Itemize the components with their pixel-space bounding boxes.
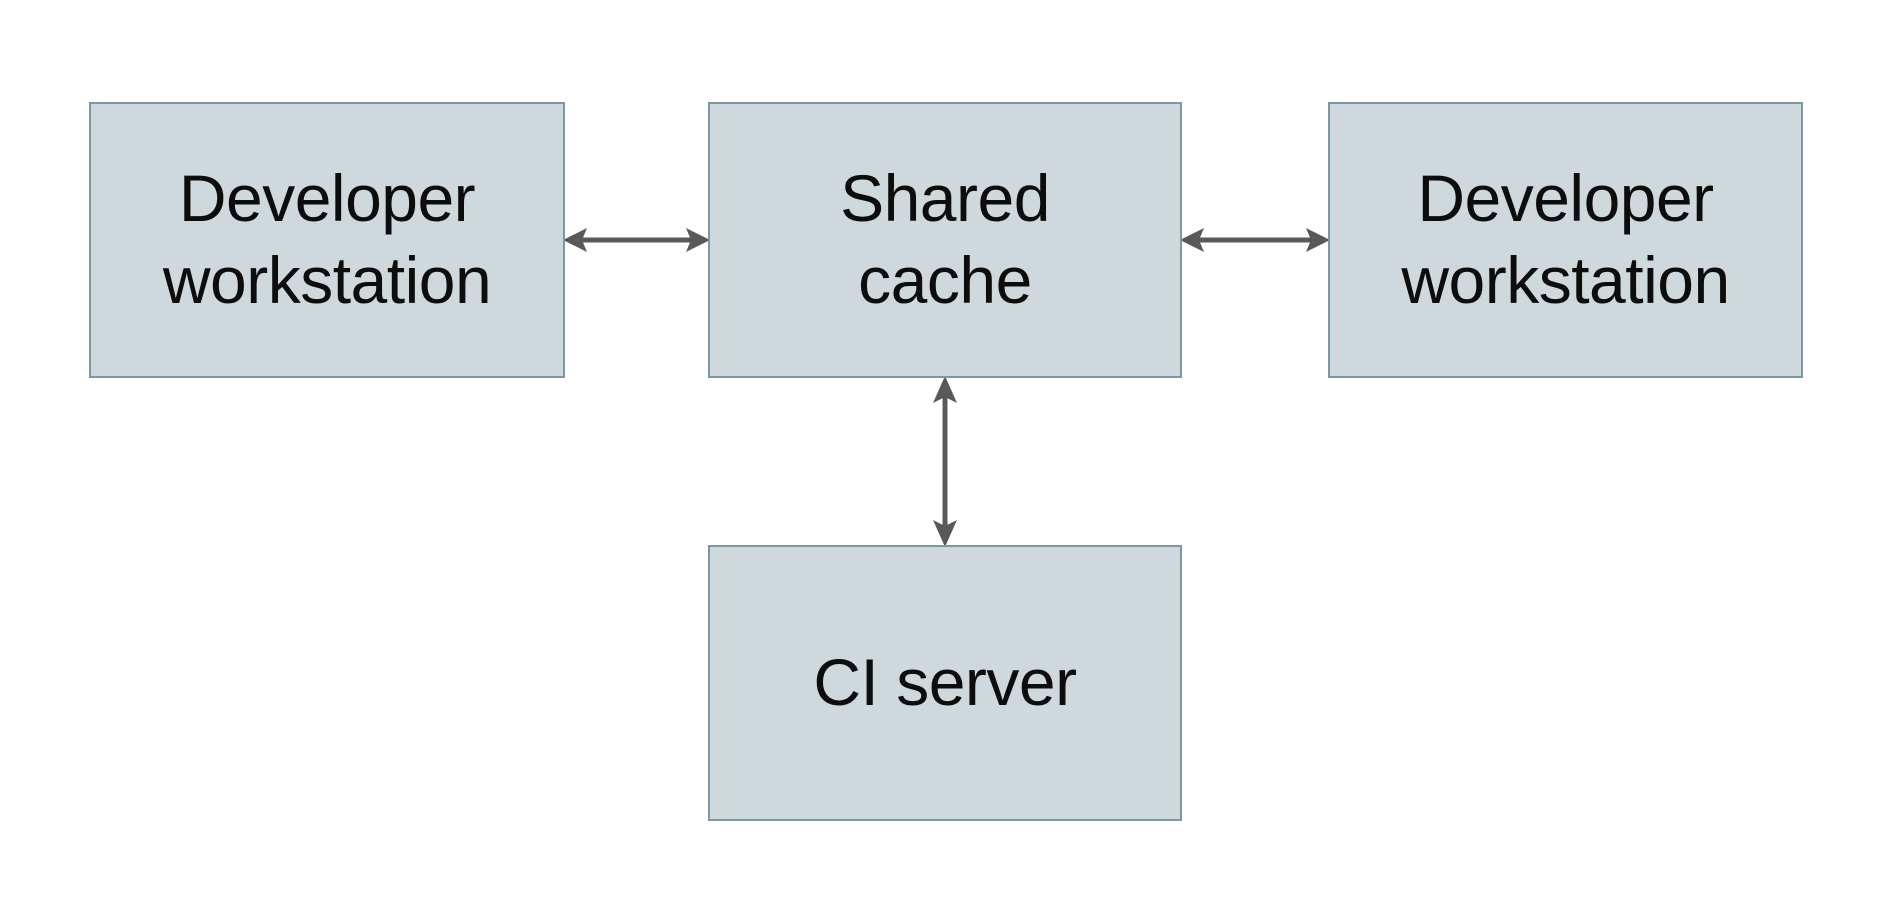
edge-cache-ci — [925, 373, 965, 550]
node-label: Shared cache — [840, 161, 1050, 317]
node-developer-workstation-left[interactable]: Developer workstation — [89, 102, 565, 378]
node-shared-cache[interactable]: Shared cache — [708, 102, 1182, 378]
node-label: Developer workstation — [162, 161, 492, 317]
edge-cache-devright — [1177, 220, 1333, 260]
node-label: Developer workstation — [1401, 161, 1730, 317]
node-ci-server[interactable]: CI server — [708, 545, 1182, 821]
node-label: CI server — [813, 645, 1077, 720]
node-developer-workstation-right[interactable]: Developer workstation — [1328, 102, 1803, 378]
edge-devleft-cache — [560, 220, 713, 260]
